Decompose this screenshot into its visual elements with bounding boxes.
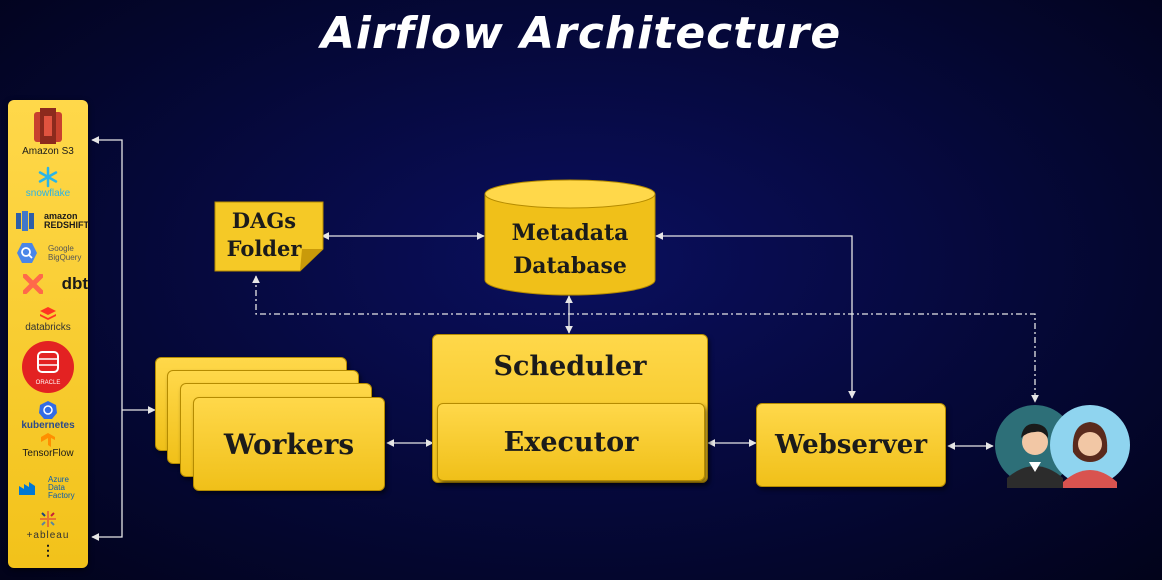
executor-label: Executor: [503, 426, 639, 458]
tool-bigquery: Google BigQuery: [8, 242, 88, 264]
snowflake-icon: [38, 166, 58, 188]
dags-folder-line2: Folder: [227, 236, 303, 261]
page-title: Airflow Architecture: [320, 8, 842, 59]
scheduler-label: Scheduler: [493, 351, 647, 382]
databricks-icon: [40, 307, 56, 320]
workers-node: Workers: [193, 397, 385, 491]
integrations-sidebar: Amazon S3 snowflake amazon REDSHIFT Goog…: [8, 100, 89, 568]
tool-azure-data-factory: Azure Data Factory: [8, 476, 88, 500]
tool-label: kubernetes: [21, 420, 75, 431]
metadata-database-node: Metadata Database: [484, 179, 656, 296]
kubernetes-icon: [39, 401, 57, 419]
tool-label: databricks: [25, 322, 71, 333]
tool-kubernetes: kubernetes: [8, 400, 88, 431]
more-icon: ⋮: [41, 542, 55, 558]
tool-dbt: dbt: [8, 274, 88, 294]
tool-databricks: databricks: [8, 306, 88, 333]
dashed-users-dags-line: [252, 275, 1039, 403]
tool-tensorflow: TensorFlow: [8, 432, 88, 459]
dags-folder-line1: DAGs: [232, 208, 296, 233]
tableau-icon: [40, 511, 56, 527]
tool-label: Google BigQuery: [48, 244, 82, 262]
tool-amazon-s3: Amazon S3: [8, 106, 88, 157]
tool-label: TensorFlow: [22, 448, 74, 459]
amazon-s3-icon: [34, 108, 62, 144]
oracle-label: ORACLE: [36, 380, 61, 386]
tool-label: +ableau: [26, 530, 70, 541]
webserver-label: Webserver: [774, 430, 928, 460]
azure-data-factory-icon: [18, 482, 35, 495]
oracle-icon: ORACLE: [22, 341, 74, 393]
metadata-line2: Database: [513, 253, 627, 279]
tool-redshift: amazon REDSHIFT: [8, 210, 89, 232]
tool-oracle: ORACLE: [8, 340, 88, 394]
tensorflow-icon: [41, 433, 55, 447]
sidebar-bracket: [91, 136, 123, 541]
dbt-icon: [22, 274, 43, 294]
tool-label: Amazon S3: [22, 146, 74, 157]
tool-label: snowflake: [25, 188, 71, 199]
workers-label: Workers: [223, 427, 355, 461]
bigquery-icon: [16, 243, 37, 263]
executor-node: Executor: [437, 403, 705, 481]
metadata-line1: Metadata: [512, 220, 629, 246]
tool-label: amazon REDSHIFT: [44, 211, 89, 230]
tool-snowflake: snowflake: [8, 166, 88, 199]
dags-folder-node: DAGs Folder: [214, 201, 324, 272]
tool-label: dbt: [61, 274, 88, 293]
tool-label: Azure Data Factory: [48, 475, 75, 500]
redshift-icon: [15, 211, 34, 231]
tool-tableau: +ableau: [8, 508, 88, 541]
users-icon: [995, 405, 1130, 488]
webserver-node: Webserver: [756, 403, 946, 487]
